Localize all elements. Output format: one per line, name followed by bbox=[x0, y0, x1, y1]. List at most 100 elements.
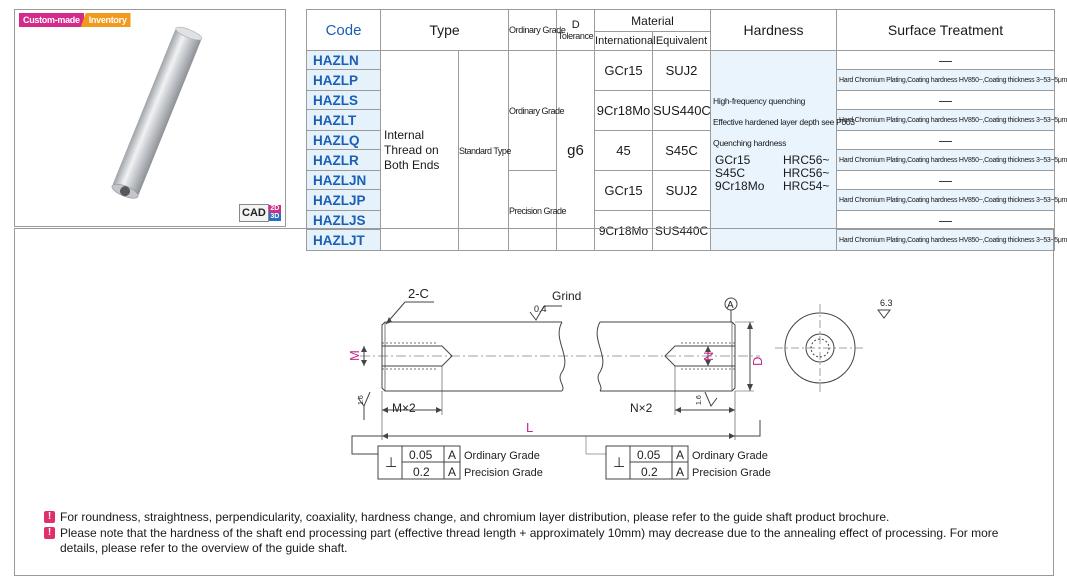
material-equiv-cell: SUS440C bbox=[652, 90, 712, 131]
shaft-photo-image bbox=[111, 26, 203, 199]
material-equiv-cell: SUJ2 bbox=[652, 50, 712, 91]
tolerance-cell: g6 bbox=[556, 50, 596, 251]
code-cell[interactable]: HAZLN bbox=[306, 50, 381, 70]
code-cell[interactable]: HAZLJN bbox=[306, 170, 381, 190]
spec-table: Code Type Ordinary Grade D Tolerance Mat… bbox=[306, 9, 1067, 251]
tol-prec-left: 0.2 bbox=[413, 465, 430, 479]
grind-label: Grind bbox=[552, 289, 581, 303]
material-intl-cell: 9Cr18Mo bbox=[594, 90, 654, 131]
note-text: For roundness, straightness, perpendicul… bbox=[60, 510, 890, 524]
header-hardness: Hardness bbox=[710, 9, 838, 51]
material-equiv-cell: S45C bbox=[652, 130, 712, 171]
tol-ord-left: 0.05 bbox=[409, 448, 433, 462]
cad-badge[interactable]: CAD 2D 3D bbox=[239, 204, 281, 222]
note-item: ! For roundness, straightness, perpendic… bbox=[44, 510, 1034, 526]
perp-symbol-right: ⊥ bbox=[613, 454, 625, 470]
hardness-cell: High-frequency quenching Effective harde… bbox=[710, 50, 855, 251]
hardness-val: HRC56~ bbox=[783, 153, 830, 167]
header-d: D bbox=[571, 19, 580, 31]
code-cell[interactable]: HAZLJP bbox=[306, 189, 381, 211]
hardness-val: HRC54~ bbox=[783, 179, 830, 193]
shaft-outline-right bbox=[600, 321, 736, 392]
code-cell[interactable]: HAZLQ bbox=[306, 130, 381, 150]
hardness-line-2: Effective hardened layer depth see P003 bbox=[713, 117, 855, 127]
surface-cell: Hard Chromium Plating,Coating hardness H… bbox=[836, 189, 1067, 211]
cad-label: CAD bbox=[239, 204, 269, 222]
technical-drawing: 2-C Grind 0.4 A 6.3 D M N M×2 N×2 L 1.6 … bbox=[347, 286, 893, 480]
code-cell[interactable]: HAZLR bbox=[306, 149, 381, 171]
material-intl-cell: GCr15 bbox=[594, 50, 654, 91]
custom-made-tag: Custom-made bbox=[19, 13, 84, 27]
header-ordinary-grade: Ordinary Grade bbox=[508, 9, 566, 51]
warning-icon: ! bbox=[44, 526, 55, 539]
header-international: International bbox=[594, 31, 656, 51]
nx2-label: N×2 bbox=[630, 401, 653, 415]
cad-2d-label: 2D bbox=[268, 205, 281, 213]
header-tolerance: Tolerance bbox=[557, 31, 594, 41]
n-label: N bbox=[701, 352, 716, 361]
tol-datum-left: A bbox=[448, 448, 456, 462]
header-type: Type bbox=[379, 9, 510, 51]
type-main-cell: Internal Thread on Both Ends bbox=[380, 50, 459, 251]
hardness-mat: 9Cr18Mo bbox=[715, 179, 765, 193]
header-material: Material bbox=[594, 9, 712, 32]
notes-section: ! For roundness, straightness, perpendic… bbox=[44, 510, 1034, 557]
l-label: L bbox=[526, 420, 533, 435]
surface-cell: — bbox=[836, 170, 1056, 190]
code-cell[interactable]: HAZLP bbox=[306, 69, 381, 91]
finish-right: 1.6 bbox=[696, 395, 703, 405]
grade-prec-right: Precision Grade bbox=[692, 467, 771, 479]
header-code: Code bbox=[306, 9, 381, 51]
material-equiv-cell: SUS440C bbox=[652, 210, 712, 251]
d-label: D bbox=[750, 357, 765, 366]
code-cell[interactable]: HAZLJT bbox=[306, 229, 381, 251]
datum-a-label: A bbox=[727, 300, 734, 311]
code-cell[interactable]: HAZLT bbox=[306, 109, 381, 131]
header-equivalent: Equivalent bbox=[652, 31, 712, 51]
m-label: M bbox=[347, 350, 362, 361]
material-intl-cell: 9Cr18Mo bbox=[594, 210, 654, 251]
type-sub-cell: Standard Type bbox=[457, 50, 511, 251]
header-surface-treatment: Surface Treatment bbox=[836, 9, 1056, 51]
finish-left: 1.6 bbox=[358, 395, 365, 405]
shaft-outline-left bbox=[381, 321, 562, 392]
cad-3d-label: 3D bbox=[268, 213, 281, 221]
surface-cell: Hard Chromium Plating,Coating hardness H… bbox=[836, 149, 1067, 171]
material-equiv-cell: SUJ2 bbox=[652, 170, 712, 211]
perp-symbol-left: ⊥ bbox=[385, 454, 397, 470]
tol-datum-left-2: A bbox=[448, 465, 456, 479]
code-cell[interactable]: HAZLJS bbox=[306, 210, 381, 230]
grade-ordinary-cell: Ordinary Grade bbox=[508, 50, 565, 171]
tol-datum-right: A bbox=[676, 448, 684, 462]
hardness-grid: GCr15 HRC56~ S45C HRC56~ 9Cr18Mo HRC54~ bbox=[711, 154, 836, 193]
hardness-line-1: High-frequency quenching bbox=[713, 96, 806, 106]
hardness-val: HRC56~ bbox=[783, 166, 830, 180]
type-main-text: Internal Thread on Both Ends bbox=[384, 128, 440, 172]
surface-cell: Hard Chromium Plating,Coating hardness H… bbox=[836, 69, 1067, 91]
inventory-tag: Inventory bbox=[80, 13, 131, 27]
material-intl-cell: 45 bbox=[594, 130, 654, 171]
surface-cell: Hard Chromium Plating,Coating hardness H… bbox=[836, 109, 1067, 131]
tol-prec-right: 0.2 bbox=[641, 465, 658, 479]
surface-cell: — bbox=[836, 130, 1056, 150]
hardness-mat: S45C bbox=[715, 166, 746, 180]
grade-ord-left: Ordinary Grade bbox=[464, 450, 540, 462]
end-roughness: 6.3 bbox=[880, 298, 893, 308]
product-photo-panel: Custom-made Inventory CAD 2D 3D bbox=[14, 9, 286, 227]
mx2-label: M×2 bbox=[392, 401, 416, 415]
surface-cell: — bbox=[836, 210, 1056, 230]
note-text: Please note that the hardness of the sha… bbox=[60, 525, 999, 556]
chamfer-label: 2-C bbox=[408, 286, 429, 301]
hardness-line-3: Quenching hardness bbox=[713, 138, 787, 148]
material-intl-cell: GCr15 bbox=[594, 170, 654, 211]
tag-row: Custom-made Inventory bbox=[19, 13, 131, 27]
grind-roughness: 0.4 bbox=[534, 304, 547, 314]
code-cell[interactable]: HAZLS bbox=[306, 90, 381, 110]
tol-datum-right-2: A bbox=[676, 465, 684, 479]
grade-ord-right: Ordinary Grade bbox=[692, 450, 768, 462]
surface-cell: — bbox=[836, 90, 1056, 110]
surface-cell: Hard Chromium Plating,Coating hardness H… bbox=[836, 229, 1067, 251]
grade-precision-cell: Precision Grade bbox=[508, 170, 567, 251]
grade-prec-left: Precision Grade bbox=[464, 467, 543, 479]
warning-icon: ! bbox=[44, 511, 55, 523]
